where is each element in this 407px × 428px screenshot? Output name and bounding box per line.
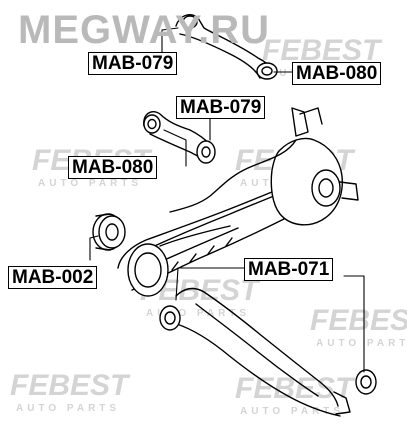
brand-watermark: FEBEST AUTO PARTS (310, 304, 407, 349)
label-mab080-mid: MAB-080 (68, 156, 158, 179)
trailing-arm (117, 107, 359, 297)
svg-text:AUTO PARTS: AUTO PARTS (240, 406, 344, 417)
svg-text:FEBEST: FEBEST (262, 34, 383, 67)
svg-text:AUTO PARTS: AUTO PARTS (16, 403, 120, 414)
label-mab080-top: MAB-080 (292, 62, 382, 85)
site-watermark: MEGWAY.RU (18, 8, 271, 52)
label-mab071: MAB-071 (244, 258, 334, 281)
brand-watermark: FEBEST AUTO PARTS (10, 369, 131, 414)
lower-arm (159, 287, 377, 417)
svg-text:AUTO PARTS: AUTO PARTS (38, 178, 142, 189)
bushing-mab002 (92, 213, 126, 251)
svg-text:AUTO PARTS: AUTO PARTS (146, 308, 250, 319)
label-mab002: MAB-002 (8, 266, 98, 289)
svg-text:FEBEST: FEBEST (10, 369, 131, 402)
label-mab079-mid: MAB-079 (176, 96, 266, 119)
upper-arm-top (175, 14, 278, 80)
upper-arm-middle (143, 110, 216, 164)
leader-lines (89, 27, 365, 373)
svg-text:AUTO PARTS: AUTO PARTS (316, 338, 407, 349)
label-mab079-top: MAB-079 (88, 52, 178, 75)
svg-text:FEBEST: FEBEST (310, 304, 407, 337)
